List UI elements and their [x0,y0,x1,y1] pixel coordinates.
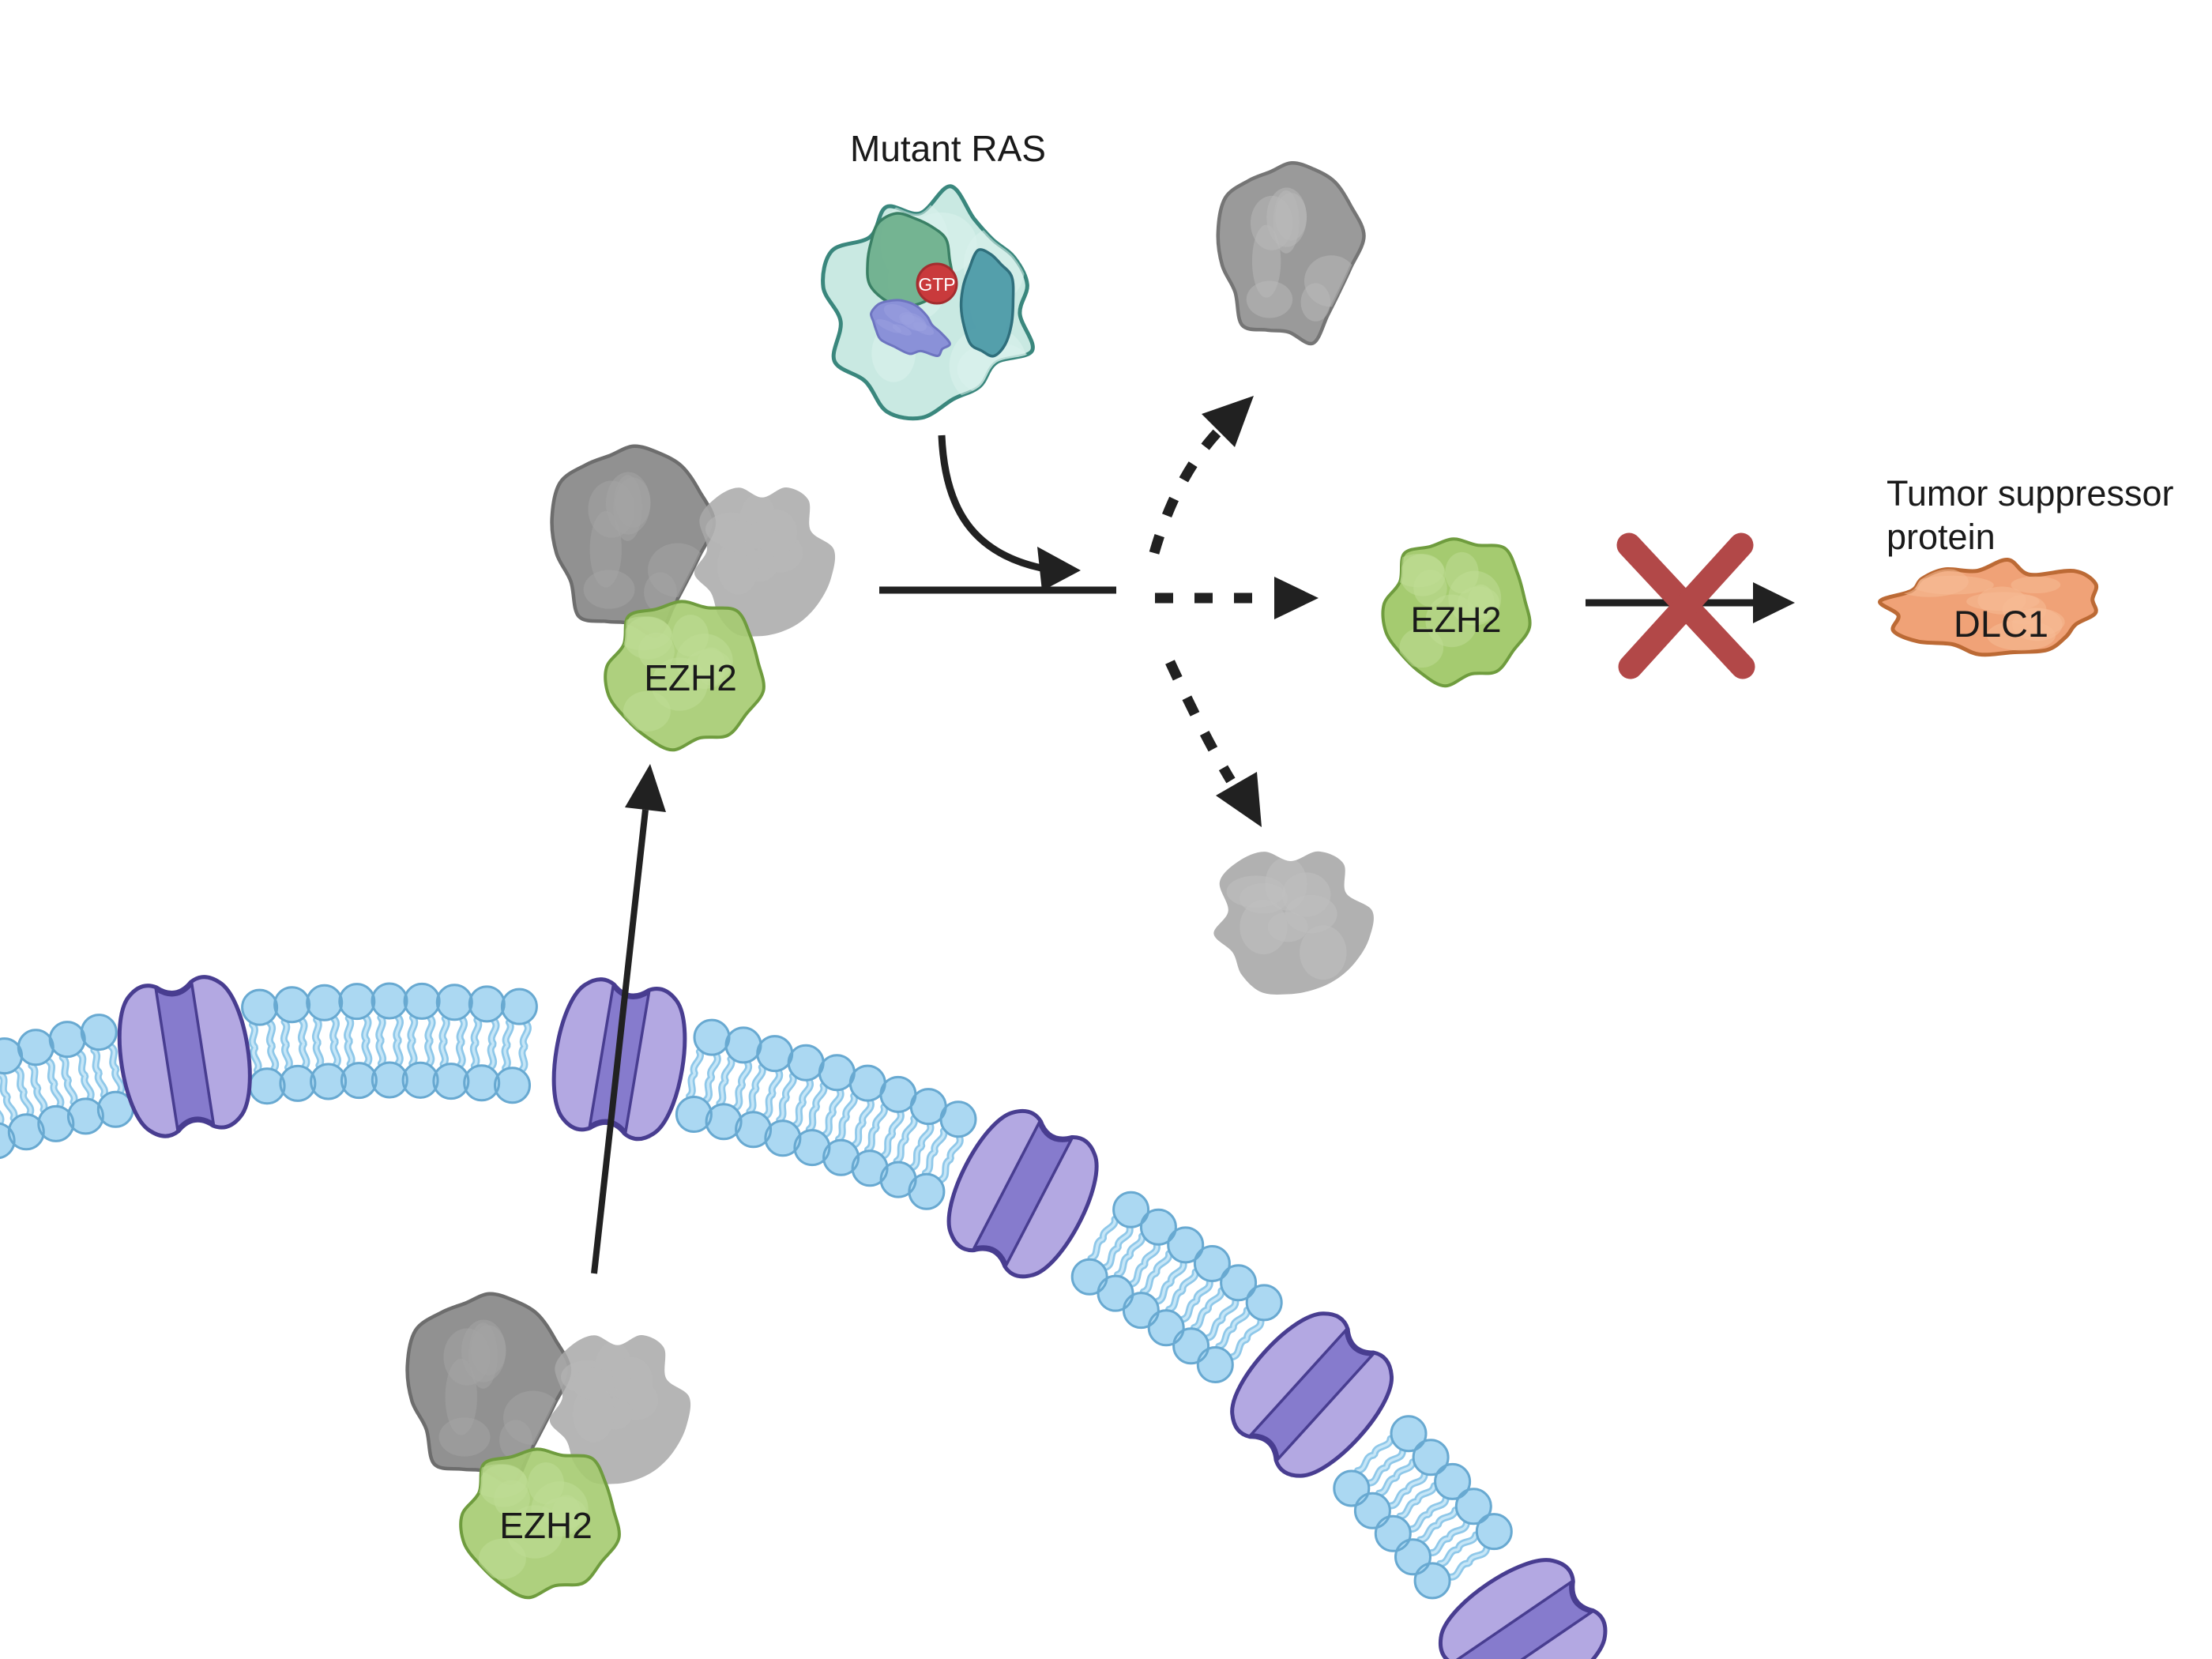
dashed-arrowhead-middle-icon [1274,577,1319,619]
prc2-complex-cytoplasm: EZH2 [550,444,836,752]
tumor-suppressor-label-line1: Tumor suppressor [1887,473,2173,514]
released-subunit-top [1216,161,1366,346]
ezh2-free-label: EZH2 [1410,600,1501,640]
dissociation-arrow-middle [1155,577,1319,619]
gray-subunit-small [549,1334,691,1484]
inhibited-interaction [1586,532,1795,679]
membrane-channel-protein [1438,1558,1608,1659]
dashed-arrowhead-up-icon [1202,396,1254,447]
released-gray-blob-top [1216,161,1366,346]
dashed-line-down [1165,660,1236,784]
red-cross-icon [1616,532,1755,679]
membrane-channel-protein [946,1108,1099,1279]
released-subunit-bottom [1213,851,1374,995]
membrane-channel-protein [117,975,252,1138]
ezh2-free-blob [1381,537,1532,688]
ezh2-blob [459,1447,621,1600]
dashed-arrowhead-down-icon [1216,772,1262,827]
translocation-arrow-line [591,809,649,1274]
gtp-badge [916,262,958,305]
arrows [591,396,1319,1274]
dissociation-arrow-down [1165,660,1262,827]
translocation-arrowhead-icon [625,764,666,812]
cell-membrane [0,975,1608,1659]
gtp-label: GTP [918,274,955,295]
gray-subunit-large [405,1292,572,1485]
ezh2-blob [604,600,766,752]
released-gray-blob-bottom [1213,851,1374,995]
prc2-complex-below-membrane: EZH2 [405,1292,691,1600]
ras-catalysis-curved-arrow [938,434,1081,591]
ezh2-complex-bottom-label: EZH2 [499,1505,592,1546]
ras-domain-teal [959,248,1015,358]
dlc1-label: DLC1 [1954,603,2048,645]
free-ezh2: EZH2 [1381,537,1532,688]
lipid-tails-highlight [0,1016,1488,1579]
mutant-ras: Mutant RAS GTP [821,128,1046,421]
gray-subunit-small [694,487,836,637]
gray-subunit-large [550,444,717,638]
tumor-suppressor-label-line2: protein [1887,517,1996,557]
mutant-ras-label: Mutant RAS [850,128,1046,169]
dissociation-arrow-up [1149,396,1254,555]
dlc1-tumor-suppressor: Tumor suppressor protein DLC1 [1878,473,2173,657]
translocation-arrow [591,764,666,1274]
inhibition-arrowhead-icon [1753,582,1795,623]
curved-arrow-line [938,434,1042,572]
ezh2-complex-top-label: EZH2 [644,657,737,698]
ras-domain-blue [870,299,951,357]
lipid-heads [0,982,1513,1600]
dashed-line-up [1149,425,1224,555]
membrane-channel-protein [1230,1311,1394,1478]
curved-arrowhead-icon [1037,547,1081,591]
